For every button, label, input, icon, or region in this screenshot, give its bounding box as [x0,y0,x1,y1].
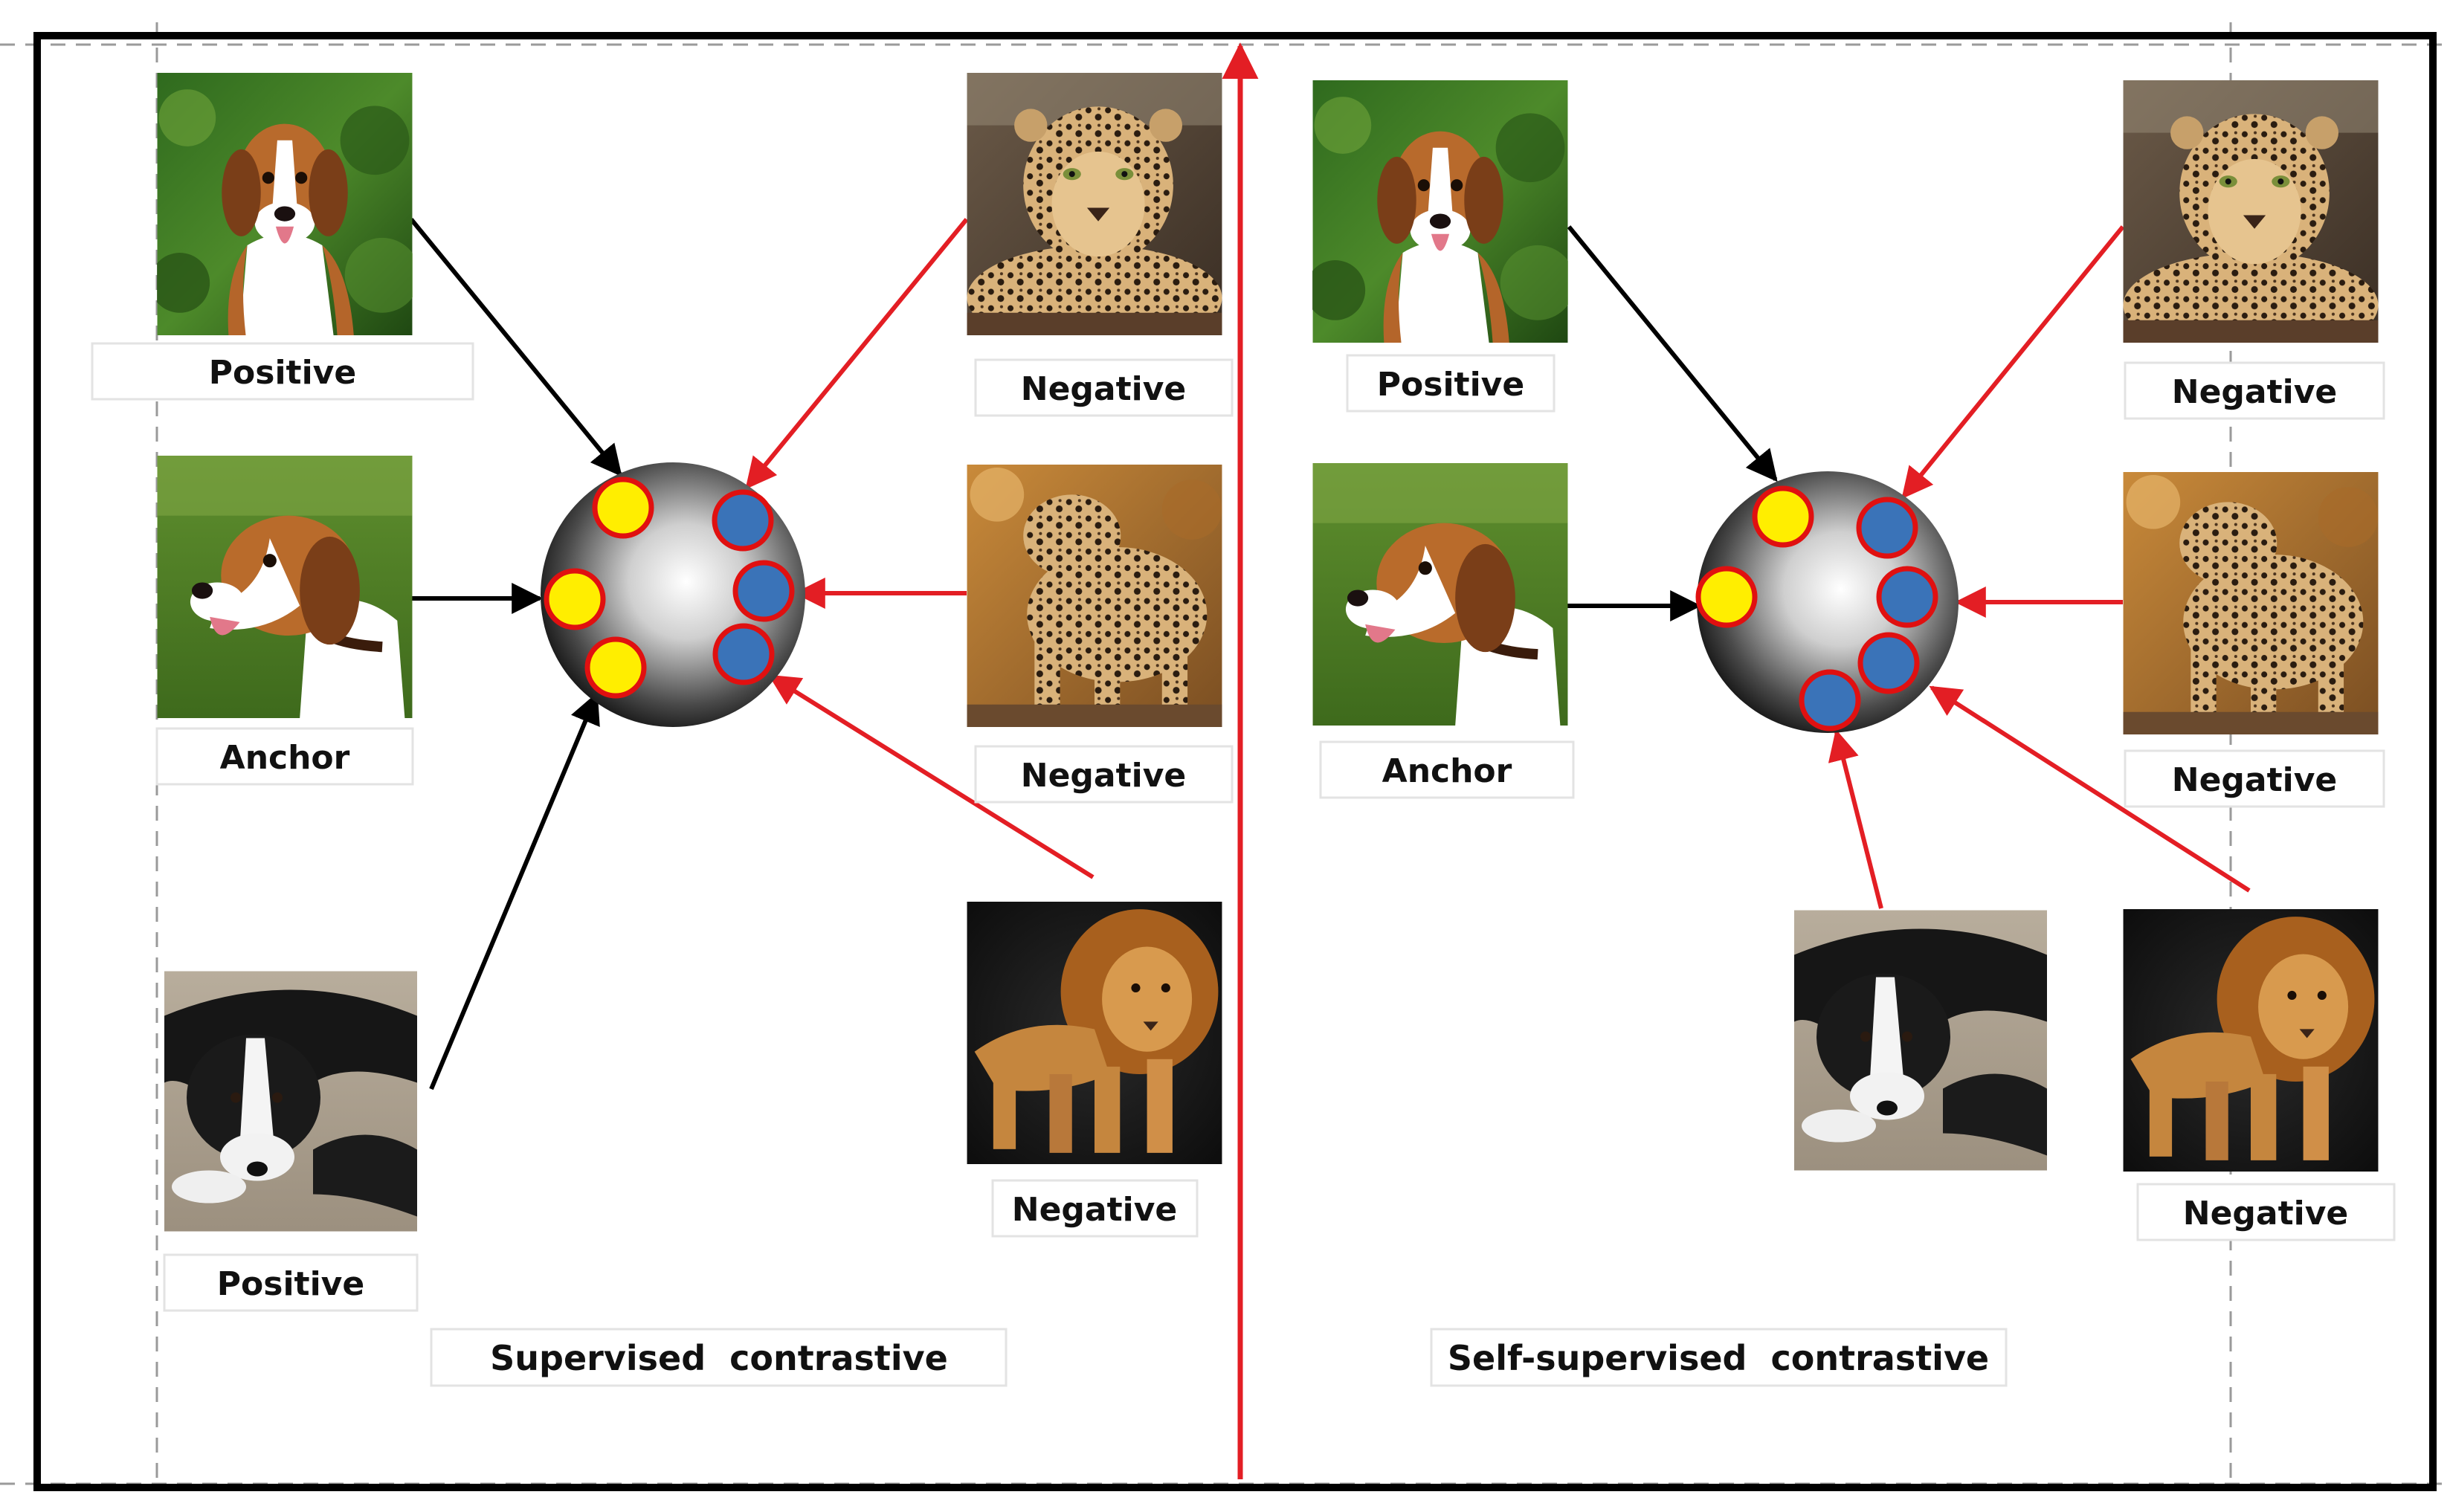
left-arrow-negative-1 [745,218,969,490]
right-positive-dot [1695,566,1758,628]
right-negative-dot [1876,566,1938,628]
right-arrow-negative-1 [1901,225,2125,500]
right-label-positive: Positive [1346,354,1556,413]
right-arrow-positive [1567,225,1778,482]
right-label-negative-2: Negative [2124,749,2385,808]
beagle-photo [157,73,413,335]
positive-label: Positive [217,1265,364,1303]
right-panel-title-box: Self-supervised contrastive [1430,1328,2008,1387]
right-positive-dot [1752,485,1814,548]
left-arrow-positive-bottom [429,692,600,1091]
left-arrow-negative-3 [768,674,1095,879]
left-arrow-positive-top [409,218,622,477]
left-label-positive-top: Positive [91,342,474,401]
right-negative-dot [1856,497,1918,559]
beagle-anchor-photo [1313,463,1568,726]
left-embedding-sphere [541,462,805,727]
beagle-anchor-photo [158,456,413,718]
left-panel-title-box: Supervised contrastive [430,1328,1008,1387]
border-collie-photo [1794,910,2047,1171]
outer-frame [33,32,2437,1491]
positive-label: Positive [1377,366,1524,404]
left-positive-dot [592,476,654,539]
negative-label: Negative [1021,757,1187,795]
left-negative-dot [732,560,795,622]
beagle-photo [1312,80,1568,343]
right-label-negative-3: Negative [2136,1183,2396,1241]
negative-label: Negative [2183,1195,2349,1232]
leopard-photo [2123,80,2379,343]
border-collie-photo [164,971,417,1232]
right-label-negative-1: Negative [2124,361,2385,420]
right-label-anchor: Anchor [1319,740,1575,799]
right-arrow-negative-4 [1828,728,1883,909]
left-positive-dot [584,636,647,699]
right-panel-title: Self-supervised contrastive [1448,1338,1989,1378]
anchor-label: Anchor [220,739,350,777]
leopard-standing-photo [967,465,1222,727]
leopard-standing-photo [2123,472,2379,734]
right-embedding-sphere [1695,471,1959,733]
negative-label: Negative [2172,761,2338,799]
left-label-positive-bottom: Positive [163,1253,419,1312]
left-positive-dot [544,568,606,630]
lion-photo [2123,909,2379,1172]
left-label-anchor: Anchor [155,727,414,786]
right-arrow-negative-3 [1929,685,2251,893]
negative-label: Negative [2172,373,2338,411]
leopard-photo [967,73,1222,335]
lion-photo [967,902,1222,1164]
left-label-negative-2: Negative [974,745,1234,804]
negative-label: Negative [1021,370,1187,408]
left-negative-dot [712,489,774,552]
negative-label: Negative [1012,1191,1178,1229]
left-negative-dot [712,623,775,685]
left-panel-title: Supervised contrastive [490,1338,948,1378]
right-negative-dot [1857,632,1920,694]
left-label-negative-1: Negative [974,358,1234,417]
left-label-negative-3: Negative [991,1179,1199,1238]
right-negative-dot [1799,669,1861,731]
anchor-label: Anchor [1382,752,1512,790]
positive-label: Positive [209,354,356,392]
